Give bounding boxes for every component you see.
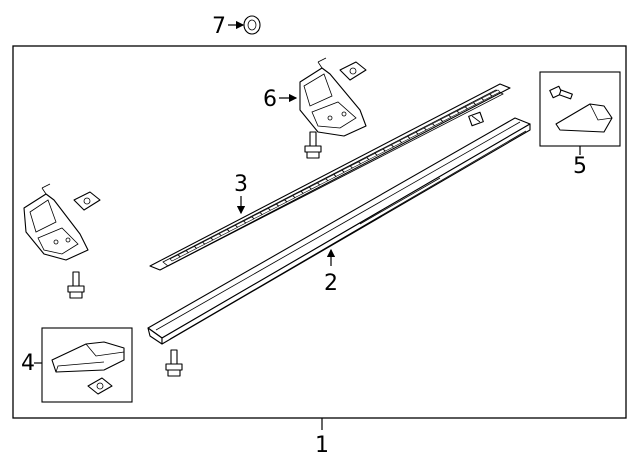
bolt-box-5 [549,85,573,100]
callout-2-group: 2 [324,248,338,296]
tread-slot [251,212,263,220]
tread-slot [308,182,320,190]
callout-4-group: 4 [21,351,42,376]
tread-slot [366,153,378,160]
callout-3-group: 3 [234,172,248,215]
tread-slot [259,208,271,215]
callout-7-group: 7 [212,14,261,39]
tread-slot [292,191,304,198]
tread-slot [202,237,214,245]
inset-box-4 [41,327,133,403]
clip-nut-box-4 [87,377,113,395]
callout-1: 1 [315,433,329,458]
callout-3: 3 [234,172,248,197]
clip-nut-upper [339,61,367,81]
tread-slot [358,157,370,165]
assembly-frame [12,45,627,419]
tread-slot [440,115,452,122]
bolt-upper [304,131,322,159]
bracket-upper [299,57,367,137]
callout-2: 2 [324,271,338,296]
tread-slot [391,140,403,148]
step-pad [149,83,511,271]
tread-slot [226,225,238,232]
tread-slot [464,102,476,110]
callout-6-group: 6 [263,87,298,112]
tread-slot [235,220,247,228]
tread-slot [432,119,444,126]
bolt-lower [165,349,183,377]
tread-slot [243,216,255,224]
tread-slot [317,178,329,186]
bracket-left [23,183,89,261]
tread-slot [210,233,222,241]
tread-slot [399,136,411,143]
inset-box-5 [539,71,621,147]
tread-slot [415,127,427,135]
callout-1-group: 1 [315,418,329,458]
tread-slot [374,148,386,156]
tread-slot [194,241,206,249]
tread-slot [456,106,468,114]
tread-slot [407,131,419,139]
tread-slot [276,199,288,207]
tread-slot [448,110,460,118]
tread-slot [325,174,337,181]
tread-slot [481,93,493,101]
clip-nut-left [73,191,101,211]
callout-7: 7 [212,14,226,39]
tread-slot [284,195,296,203]
step-pad-treads [169,89,501,262]
tread-slot [333,170,345,177]
bolt-left [67,271,85,299]
tread-slot [267,203,279,211]
tread-slot [218,229,230,236]
tread-slot [169,254,181,262]
tread-slot [473,98,485,105]
tread-slot [350,161,362,169]
callout-5-group: 5 [573,146,587,179]
running-board [147,111,531,345]
tread-slot [489,89,501,97]
callout-4: 4 [21,351,35,376]
tread-slot [423,123,435,131]
tread-slot [382,144,394,152]
callout-5: 5 [573,154,587,179]
tread-slot [300,186,312,194]
callout-6: 6 [263,87,277,112]
tread-slot [177,250,189,258]
clip-nut-icon [243,15,261,35]
tread-slot [185,246,197,253]
tread-slot [341,165,353,173]
